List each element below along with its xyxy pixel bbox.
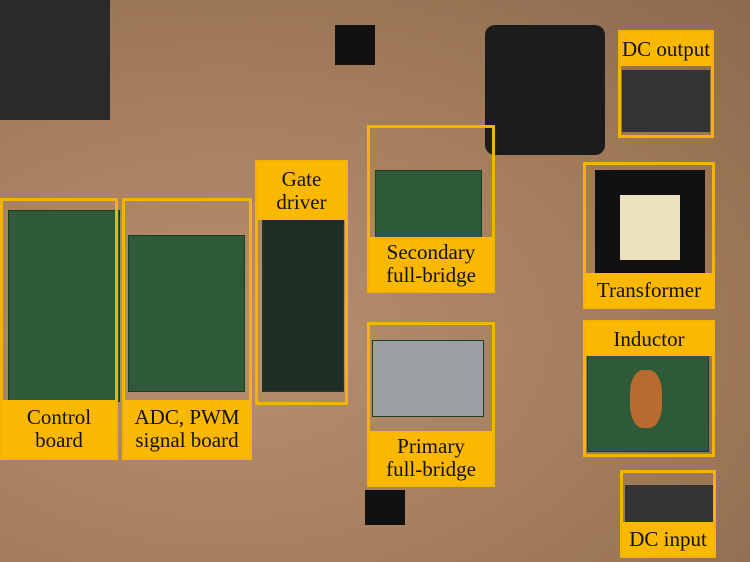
label-line: DC output bbox=[621, 36, 711, 61]
label-line: Secondary bbox=[386, 240, 476, 264]
dc-output-terminal bbox=[622, 70, 710, 132]
transformer-bobbin bbox=[620, 195, 680, 260]
label-line: Control bbox=[26, 405, 92, 429]
label-line: Primary bbox=[397, 434, 465, 458]
control-board-box bbox=[0, 198, 118, 460]
label-line: board bbox=[35, 428, 83, 452]
label-line: driver bbox=[276, 190, 327, 214]
inductor-label: Inductor bbox=[585, 322, 713, 356]
primary-bridge-pcb bbox=[372, 340, 484, 417]
label-line: signal board bbox=[135, 428, 239, 452]
label-line: DC input bbox=[629, 526, 707, 551]
secondary-bridge-pcb bbox=[375, 170, 482, 242]
gate-driver-pcb bbox=[262, 215, 344, 392]
gate-driver-box bbox=[255, 160, 348, 405]
current-sensor-bottom bbox=[365, 490, 405, 525]
adc-pwm-box bbox=[122, 198, 252, 460]
label-line: full-bridge bbox=[386, 263, 476, 287]
control-board-pcb bbox=[8, 210, 120, 402]
label-line: Gate bbox=[281, 167, 322, 191]
label-line: ADC, PWM bbox=[134, 405, 240, 429]
power-supply bbox=[0, 0, 110, 120]
dc-input-box bbox=[620, 470, 716, 558]
label-line: full-bridge bbox=[386, 457, 476, 481]
label-line: Transformer bbox=[596, 277, 702, 302]
dc-input-label: DC input bbox=[622, 522, 714, 556]
primary-bridge-box bbox=[367, 322, 495, 487]
dc-output-box bbox=[618, 30, 714, 138]
capacitor-bank bbox=[485, 25, 605, 155]
adc-pwm-board-pcb bbox=[128, 235, 245, 392]
transformer-label: Transformer bbox=[585, 273, 713, 307]
transformer-box bbox=[583, 162, 715, 309]
current-sensor-top bbox=[335, 25, 375, 65]
dc-output-label: DC output bbox=[620, 32, 712, 66]
secondary-bridge-box bbox=[367, 125, 495, 293]
inductor-coil bbox=[630, 370, 662, 428]
label-line: Inductor bbox=[613, 326, 685, 351]
inductor-box bbox=[583, 320, 715, 457]
